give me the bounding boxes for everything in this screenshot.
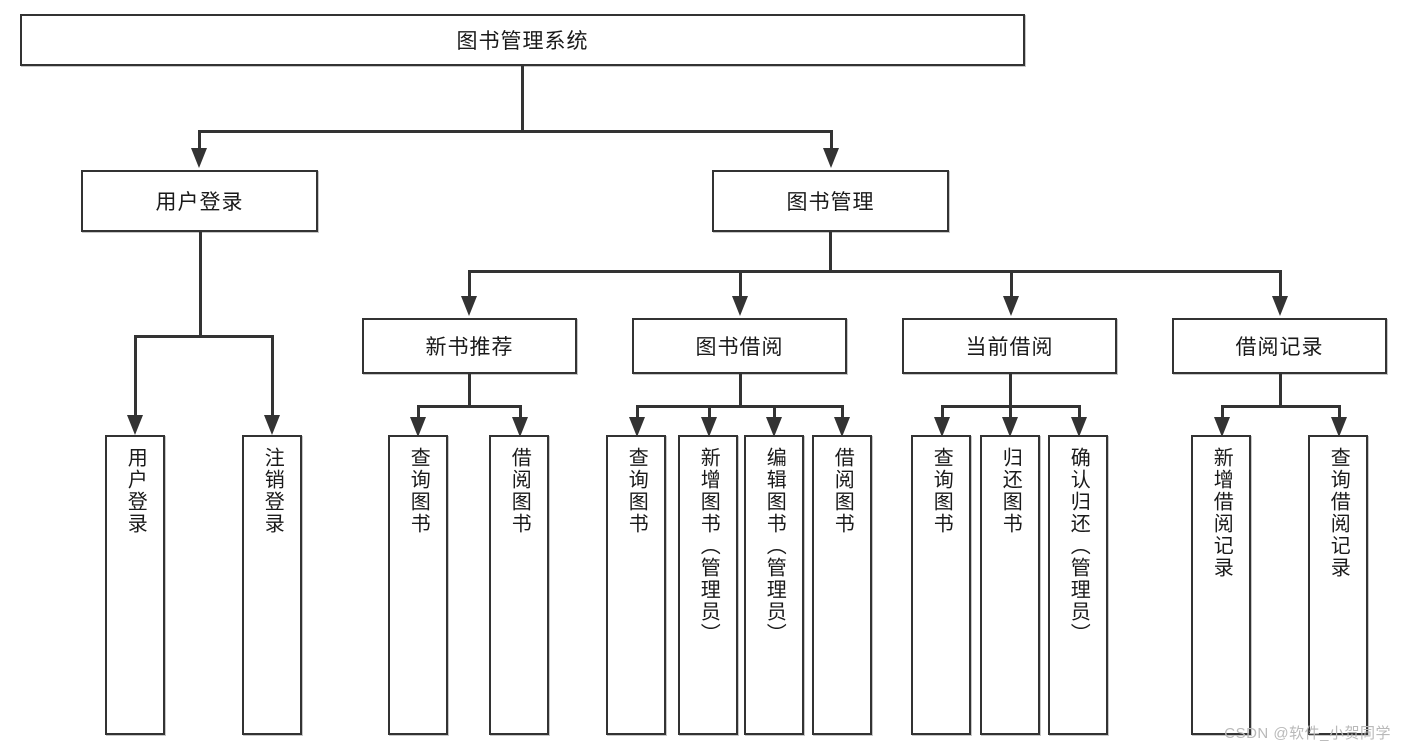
node-book-borrow[interactable]: 图书借阅 [632, 318, 847, 374]
node-borrow-record[interactable]: 借阅记录 [1172, 318, 1387, 374]
arrow-new-book-leaf2 [512, 417, 528, 437]
leaf-book-borrow-query-books[interactable]: 查询图书 [606, 435, 666, 735]
arrow-user-login-leaf2 [264, 415, 280, 435]
connector-borrow-record-leaf2 [1338, 405, 1341, 419]
leaf-book-borrow-edit-book-admin[interactable]: 编辑图书（管理员） [744, 435, 804, 735]
leaf-current-borrow-query-books[interactable]: 查询图书 [911, 435, 971, 735]
connector-book-manage-to-borrow-record [1279, 270, 1282, 298]
leaf-current-borrow-confirm-return-admin[interactable]: 确认归还（管理员） [1048, 435, 1108, 735]
connector-borrow-record-leaf1 [1221, 405, 1224, 419]
connector-borrow-record-bus [1221, 405, 1340, 408]
connector-user-login-stem [199, 232, 202, 335]
leaf-label: 借阅图书 [508, 447, 531, 535]
connector-borrow-record-stem [1279, 374, 1282, 405]
connector-current-borrow-leaf1 [941, 405, 944, 419]
connector-new-book-leaf1 [417, 405, 420, 419]
arrow-book-manage-to-current-borrow [1003, 296, 1019, 316]
arrow-user-login-leaf1 [127, 415, 143, 435]
leaf-label: 编辑图书（管理员） [763, 447, 786, 645]
connector-book-manage-to-book-borrow [739, 270, 742, 298]
arrow-current-borrow-leaf2 [1002, 417, 1018, 437]
leaf-label: 查询图书 [625, 447, 648, 535]
arrow-book-manage-to-book-borrow [732, 296, 748, 316]
connector-book-manage-bus [468, 270, 1280, 273]
connector-user-login-leaf1 [134, 335, 137, 417]
arrow-book-borrow-leaf2 [701, 417, 717, 437]
node-current-borrow[interactable]: 当前借阅 [902, 318, 1117, 374]
leaf-label: 新增图书（管理员） [697, 447, 720, 645]
connector-user-login-leaf2 [271, 335, 274, 417]
leaf-label: 借阅图书 [831, 447, 854, 535]
connector-book-manage-to-new-book [468, 270, 471, 298]
connector-current-borrow-stem [1009, 374, 1012, 405]
node-root-book-management-system[interactable]: 图书管理系统 [20, 14, 1025, 66]
connector-current-borrow-leaf3 [1078, 405, 1081, 419]
connector-new-book-stem [468, 374, 471, 405]
arrow-book-borrow-leaf1 [629, 417, 645, 437]
connector-user-login-bus [134, 335, 272, 338]
leaf-borrow-record-add-record[interactable]: 新增借阅记录 [1191, 435, 1251, 735]
arrow-borrow-record-leaf2 [1331, 417, 1347, 437]
arrow-book-borrow-leaf4 [834, 417, 850, 437]
leaf-user-login-login[interactable]: 用户登录 [105, 435, 165, 735]
connector-root-to-book-manage [830, 130, 833, 150]
node-label: 借阅记录 [1235, 336, 1324, 359]
leaf-current-borrow-return-books[interactable]: 归还图书 [980, 435, 1040, 735]
connector-root-to-user-login [198, 130, 201, 150]
csdn-watermark: CSDN @软件_小贺同学 [1224, 725, 1391, 742]
node-label: 新书推荐 [425, 336, 514, 359]
leaf-book-borrow-add-book-admin[interactable]: 新增图书（管理员） [678, 435, 738, 735]
node-new-book-recommendation[interactable]: 新书推荐 [362, 318, 577, 374]
connector-book-manage-stem [829, 232, 832, 270]
arrow-root-to-book-manage [823, 148, 839, 168]
arrow-current-borrow-leaf1 [934, 417, 950, 437]
connector-book-manage-to-current-borrow [1010, 270, 1013, 298]
leaf-user-login-logout[interactable]: 注销登录 [242, 435, 302, 735]
arrow-book-manage-to-borrow-record [1272, 296, 1288, 316]
leaf-label: 查询借阅记录 [1327, 447, 1350, 579]
leaf-borrow-record-query-record[interactable]: 查询借阅记录 [1308, 435, 1368, 735]
connector-book-borrow-leaf1 [636, 405, 639, 419]
arrow-current-borrow-leaf3 [1071, 417, 1087, 437]
leaf-label: 查询图书 [930, 447, 953, 535]
arrow-book-manage-to-new-book [461, 296, 477, 316]
node-label: 图书管理系统 [456, 30, 589, 53]
arrow-new-book-leaf1 [410, 417, 426, 437]
leaf-new-book-borrow-books[interactable]: 借阅图书 [489, 435, 549, 735]
leaf-label: 注销登录 [261, 447, 284, 535]
connector-root-stem [521, 66, 524, 130]
node-label: 图书管理 [786, 191, 875, 214]
connector-book-borrow-leaf4 [841, 405, 844, 419]
arrow-borrow-record-leaf1 [1214, 417, 1230, 437]
leaf-label: 查询图书 [407, 447, 430, 535]
node-book-management[interactable]: 图书管理 [712, 170, 949, 232]
leaf-new-book-query-books[interactable]: 查询图书 [388, 435, 448, 735]
connector-book-borrow-stem [739, 374, 742, 405]
node-user-login[interactable]: 用户登录 [81, 170, 318, 232]
connector-root-bus [198, 130, 832, 133]
connector-book-borrow-leaf3 [773, 405, 776, 419]
arrow-root-to-user-login [191, 148, 207, 168]
node-label: 图书借阅 [695, 336, 784, 359]
leaf-label: 新增借阅记录 [1210, 447, 1233, 579]
leaf-label: 归还图书 [999, 447, 1022, 535]
node-label: 用户登录 [155, 191, 244, 214]
connector-book-borrow-leaf2 [708, 405, 711, 419]
leaf-label: 用户登录 [124, 447, 147, 535]
connector-new-book-leaf2 [519, 405, 522, 419]
connector-current-borrow-leaf2 [1009, 405, 1012, 419]
leaf-book-borrow-borrow-books[interactable]: 借阅图书 [812, 435, 872, 735]
connector-new-book-bus [417, 405, 521, 408]
arrow-book-borrow-leaf3 [766, 417, 782, 437]
connector-book-borrow-bus [636, 405, 843, 408]
leaf-label: 确认归还（管理员） [1067, 447, 1090, 645]
node-label: 当前借阅 [965, 336, 1054, 359]
